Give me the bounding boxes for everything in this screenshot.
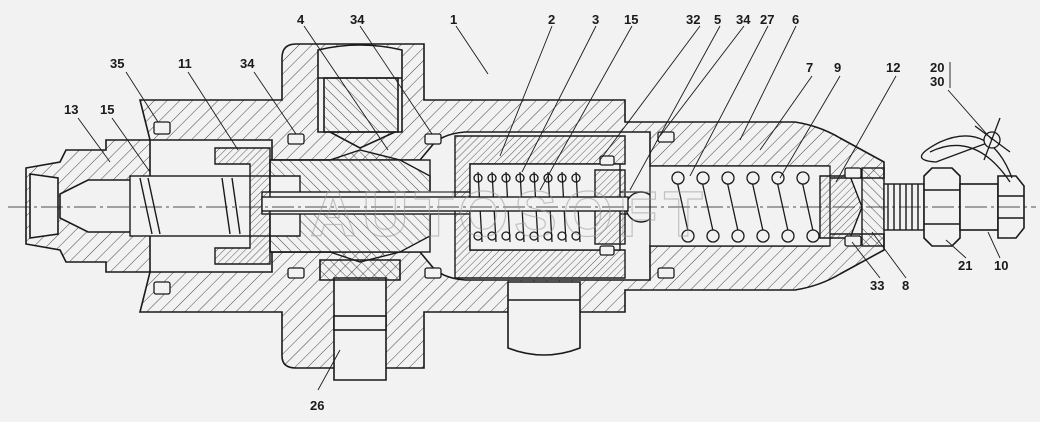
callout-26: 26 [310,398,324,413]
callout-32: 32 [686,12,700,27]
callout-34-right: 34 [736,12,751,27]
callout-1: 1 [450,12,457,27]
callout-15-left: 15 [100,102,114,117]
callout-21: 21 [958,258,972,273]
callout-35: 35 [110,56,124,71]
callout-34-left: 34 [240,56,255,71]
o-rings [153,121,862,295]
callout-7: 7 [806,60,813,75]
callout-33: 33 [870,278,884,293]
callout-labels: 13 15 35 11 34 4 34 1 2 3 15 32 5 34 27 … [64,12,1008,413]
callout-34-top: 34 [350,12,365,27]
callout-20: 20 [930,60,944,75]
spring-9 [649,165,831,247]
callout-11: 11 [178,56,192,71]
leader-lines [77,25,1001,391]
callout-15-top: 15 [624,12,638,27]
callout-4: 4 [297,12,305,27]
callout-27: 27 [760,12,774,27]
callout-2: 2 [548,12,555,27]
inlet-fitting [25,139,151,273]
spring-11 [139,177,241,235]
callout-30: 30 [930,74,944,89]
callout-9: 9 [834,60,841,75]
watermark-text: AUTOSOFT [310,178,709,250]
callout-3: 3 [592,12,599,27]
callout-5: 5 [714,12,721,27]
bottom-port-right [507,281,581,356]
callout-10: 10 [994,258,1008,273]
callout-6: 6 [792,12,799,27]
callout-8: 8 [902,278,909,293]
center-rod [261,196,629,212]
piston-11 [214,147,271,265]
callout-12: 12 [886,60,900,75]
callout-13: 13 [64,102,78,117]
top-port [317,44,403,149]
bottom-port-26 [319,259,401,381]
